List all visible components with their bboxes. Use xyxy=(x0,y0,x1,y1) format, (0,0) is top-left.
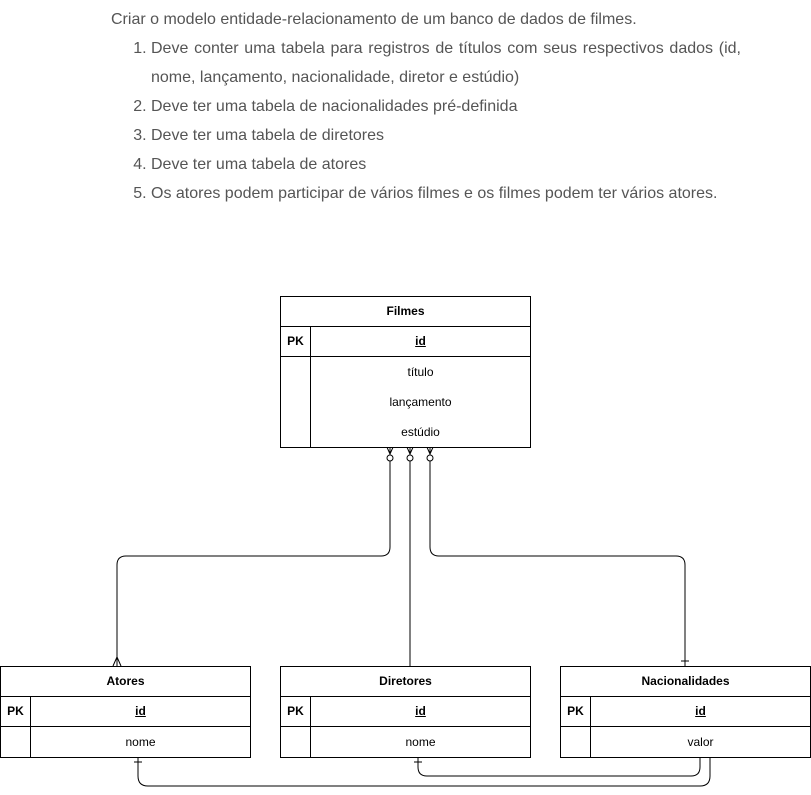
connector-filmes-nacionalidades xyxy=(429,445,686,666)
pk-label: PK xyxy=(281,327,311,356)
crowsfoot-marker xyxy=(385,444,395,456)
requirement-item: Os atores podem participar de vários fil… xyxy=(151,179,741,208)
requirement-item: Deve ter uma tabela de diretores xyxy=(151,121,741,150)
table-nacionalidades: Nacionalidades PK id valor xyxy=(560,666,811,758)
requirement-item: Deve conter uma tabela para registros de… xyxy=(151,34,741,92)
pk-row: PK id xyxy=(281,697,530,727)
table-atores: Atores PK id nome xyxy=(0,666,251,758)
connector-atores-nacionalidades xyxy=(137,756,711,787)
attribute-rows: nome xyxy=(281,727,530,757)
pk-label: PK xyxy=(281,697,311,726)
pk-field: id xyxy=(415,334,426,348)
table-diretores: Diretores PK id nome xyxy=(280,666,531,758)
field-nome: nome xyxy=(405,735,436,749)
table-filmes: Filmes PK id título lançamento estúdio xyxy=(280,296,531,448)
table-title: Diretores xyxy=(281,667,530,697)
crowsfoot-marker xyxy=(405,444,415,456)
pk-label: PK xyxy=(1,697,31,726)
intro-section: Criar o modelo entidade-relacionamento d… xyxy=(111,5,741,208)
requirement-item: Deve ter uma tabela de nacionalidades pr… xyxy=(151,92,741,121)
pk-row: PK id xyxy=(561,697,810,727)
pk-field: id xyxy=(695,704,706,718)
key-column-blank xyxy=(1,727,31,757)
connector-filmes-atores xyxy=(116,445,391,666)
attribute-rows: valor xyxy=(561,727,810,757)
table-title: Filmes xyxy=(281,297,530,327)
table-title: Nacionalidades xyxy=(561,667,810,697)
field-valor: valor xyxy=(687,735,714,749)
crowsfoot-marker xyxy=(425,444,435,456)
table-title: Atores xyxy=(1,667,250,697)
pk-label: PK xyxy=(561,697,591,726)
intro-text: Criar o modelo entidade-relacionamento d… xyxy=(111,11,637,28)
attribute-rows: nome xyxy=(1,727,250,757)
pk-field: id xyxy=(135,704,146,718)
requirements-list: Deve conter uma tabela para registros de… xyxy=(111,34,741,208)
field-lancamento: lançamento xyxy=(389,395,452,409)
crowsfoot-zero-many-marker xyxy=(386,454,394,462)
key-column-blank xyxy=(561,727,591,757)
connector-diretores-nacionalidades xyxy=(417,756,701,777)
key-column-blank xyxy=(281,357,311,447)
field-estudio: estúdio xyxy=(401,425,440,439)
crowsfoot-marker xyxy=(112,655,122,667)
pk-field: id xyxy=(415,704,426,718)
field-nome: nome xyxy=(125,735,156,749)
field-titulo: título xyxy=(407,365,434,379)
pk-row: PK id xyxy=(281,327,530,357)
requirement-item: Deve ter uma tabela de atores xyxy=(151,150,741,179)
key-column-blank xyxy=(281,727,311,757)
pk-row: PK id xyxy=(1,697,250,727)
crowsfoot-zero-many-marker xyxy=(426,454,434,462)
attribute-rows: título lançamento estúdio xyxy=(281,357,530,447)
crowsfoot-zero-many-marker xyxy=(406,454,414,462)
